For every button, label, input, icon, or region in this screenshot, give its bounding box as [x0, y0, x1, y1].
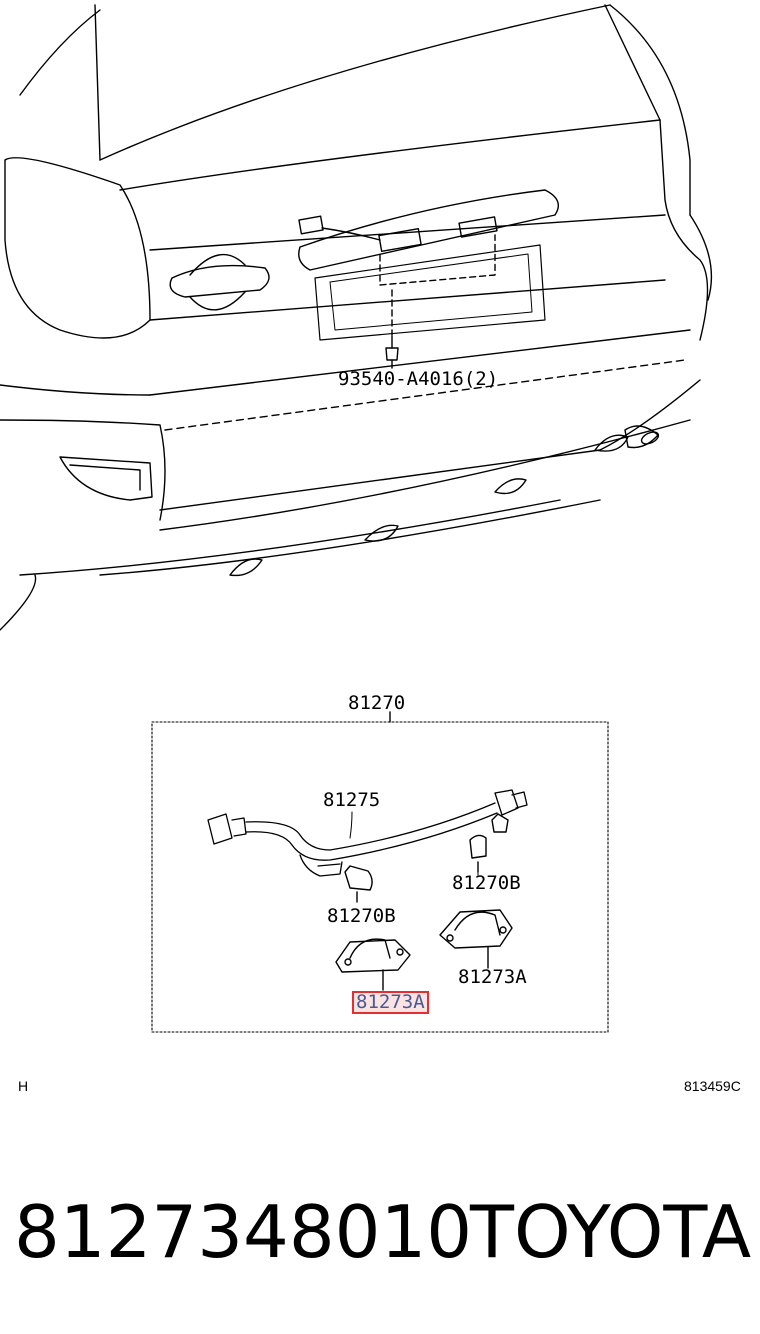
brand-name: TOYOTA	[470, 1190, 752, 1274]
footer-left-code: H	[18, 1078, 29, 1094]
lens-left-drawing	[335, 938, 411, 991]
label-assembly: 81270	[348, 692, 406, 714]
bulb-left-drawing	[344, 865, 373, 903]
assembly-box	[151, 711, 609, 1033]
label-bulb-right: 81270B	[452, 872, 521, 894]
label-lens-highlighted[interactable]: 81273A	[352, 991, 429, 1014]
label-bulb-left: 81270B	[327, 905, 396, 927]
label-harness: 81275	[323, 789, 381, 811]
label-lens-right: 81273A	[458, 966, 527, 988]
label-clip: 93540-A4016(2)	[338, 368, 499, 390]
bulb-top-drawing	[491, 813, 509, 833]
diagram-id: 813459C	[684, 1078, 741, 1094]
wire-harness	[207, 789, 528, 877]
bulb-right-drawing	[469, 834, 487, 873]
vehicle-rear-body	[0, 4, 713, 631]
parts-diagram	[0, 4, 713, 1033]
lens-right-drawing	[439, 909, 513, 969]
part-number: 8127348010	[14, 1190, 473, 1274]
